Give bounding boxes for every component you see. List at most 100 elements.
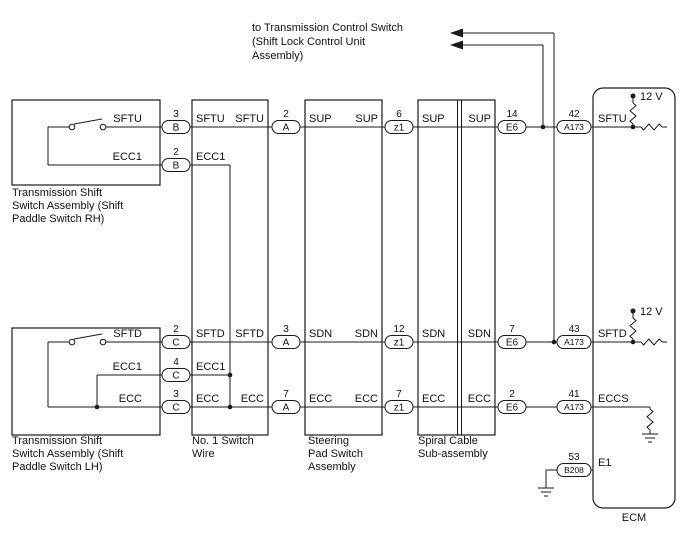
- connector-c-ecc: [161, 400, 191, 414]
- connector-label: C: [172, 403, 179, 414]
- connector-z1-ecc: [384, 400, 414, 414]
- pin-number: 2: [173, 147, 179, 158]
- note-line: (Shift Lock Control Unit: [252, 36, 365, 48]
- pin-number: 2: [283, 109, 289, 120]
- e1-ground-symbol: [538, 487, 554, 497]
- caption-switch-wire: No. 1 Switch: [192, 435, 254, 447]
- left-arrow-icon: [450, 28, 463, 38]
- caption-rh-switch: Switch Assembly (Shift: [12, 200, 123, 212]
- wire-label-sftu: SFTU: [113, 113, 142, 125]
- caption-steering-pad: Steering: [308, 435, 349, 447]
- wire-label-sftu: SFTU: [235, 113, 264, 125]
- connector-e6-ecc: [497, 400, 527, 414]
- pin-number: 2: [509, 389, 515, 400]
- resistor-symbol: [629, 102, 637, 125]
- junction-dot: [551, 339, 557, 345]
- connector-z1-sdn: [384, 335, 414, 349]
- wire-label-sftd: SFTD: [196, 328, 225, 340]
- wire-label-sdn: SDN: [355, 328, 378, 340]
- note-line: to Transmission Control Switch: [252, 22, 403, 34]
- connector-label: B: [173, 161, 180, 172]
- note-line: Assembly): [252, 50, 303, 62]
- wire-label-sftu: SFTU: [196, 113, 225, 125]
- ecm-box: [592, 87, 676, 509]
- caption-ecm: ECM: [622, 512, 646, 524]
- connector-label: B: [173, 123, 180, 134]
- junction-dot: [227, 372, 233, 378]
- connector-a173-sftd: [556, 335, 592, 349]
- pin-number: 3: [283, 324, 289, 335]
- connector-e6-sup: [497, 120, 527, 134]
- wire-sftu-net: [47, 126, 667, 166]
- pin-number: 41: [568, 389, 580, 400]
- wire-label-sdn: SDN: [309, 328, 332, 340]
- wire-label-ecc: ECC: [309, 393, 332, 405]
- wire-ecc-net: [48, 165, 650, 408]
- connector-a173-sftu: [556, 120, 592, 134]
- connector-b-ecc1: [161, 158, 191, 172]
- ground-symbol: [642, 433, 658, 443]
- junction-dot: [630, 124, 636, 130]
- pin-number: 3: [173, 389, 179, 400]
- connector-label: E6: [506, 338, 519, 349]
- caption-switch-wire: Wire: [192, 448, 215, 460]
- pin-number: 53: [568, 452, 580, 463]
- wire-label-ecc1: ECC1: [196, 361, 225, 373]
- pin-number: 12: [393, 324, 405, 335]
- wire-label-ecc: ECC: [241, 393, 264, 405]
- caption-rh-switch: Paddle Switch RH): [12, 213, 104, 225]
- pin-number: 6: [396, 109, 402, 120]
- pin-number: 3: [173, 109, 179, 120]
- connector-label: z1: [394, 123, 405, 134]
- connector-a173-eccs: [556, 400, 592, 414]
- resistor-symbol: [640, 338, 663, 346]
- resistor-symbol: [646, 408, 654, 431]
- connector-label: C: [172, 338, 179, 349]
- resistor-symbol: [640, 123, 663, 131]
- connector-label: C: [172, 371, 179, 382]
- connector-label: A173: [564, 122, 584, 132]
- voltage-label-12v: 12 V: [640, 91, 663, 103]
- wire-label-ecc: ECC: [196, 393, 219, 405]
- pin-number: 4: [173, 357, 179, 368]
- wire-label-sftd: SFTD: [113, 328, 142, 340]
- connector-b208-e1: [556, 463, 592, 477]
- connector-c-sftd: [161, 335, 191, 349]
- wire-label-sup: SUP: [309, 113, 332, 125]
- caption-spiral-cable: Sub-assembly: [418, 448, 488, 460]
- connector-label: A: [283, 123, 290, 134]
- wire-label-sdn: SDN: [422, 328, 445, 340]
- pin-number: 7: [283, 389, 289, 400]
- wire-label-ecc: ECC: [422, 393, 445, 405]
- ecm-terminal-sftu: SFTU: [598, 113, 627, 125]
- pin-number: 7: [396, 389, 402, 400]
- connector-label: A173: [564, 402, 584, 412]
- caption-steering-pad: Assembly: [308, 461, 356, 473]
- wire-label-ecc: ECC: [468, 393, 491, 405]
- eccs-pulldown-symbol: [642, 407, 658, 443]
- wire-label-ecc1: ECC1: [113, 151, 142, 163]
- sftu-pullup-12v-symbol: [629, 93, 637, 127]
- wire-label-sup: SUP: [422, 113, 445, 125]
- spiral-cable-box: [417, 99, 496, 436]
- junction-dot: [630, 339, 636, 345]
- connector-b-sftu: [161, 120, 191, 134]
- resistor-symbol: [629, 317, 637, 340]
- connector-label: z1: [394, 403, 405, 414]
- wire-label-ecc: ECC: [119, 393, 142, 405]
- connector-label: A: [283, 338, 290, 349]
- ecm-terminal-eccs: ECCS: [598, 393, 629, 405]
- connector-label: A173: [564, 337, 584, 347]
- caption-lh-switch: Paddle Switch LH): [12, 461, 103, 473]
- wire-label-sup: SUP: [355, 113, 378, 125]
- steering-pad-switch-box: [304, 99, 383, 436]
- rh-paddle-switch-symbol: [68, 118, 107, 131]
- caption-rh-switch: Transmission Shift: [12, 187, 102, 199]
- caption-lh-switch: Switch Assembly (Shift: [12, 448, 123, 460]
- left-arrow-icon: [450, 40, 463, 50]
- wire-label-sup: SUP: [468, 113, 491, 125]
- lh-paddle-switch-box: [11, 327, 161, 436]
- wire-label-ecc: ECC: [355, 393, 378, 405]
- caption-spiral-cable: Spiral Cable: [418, 435, 478, 447]
